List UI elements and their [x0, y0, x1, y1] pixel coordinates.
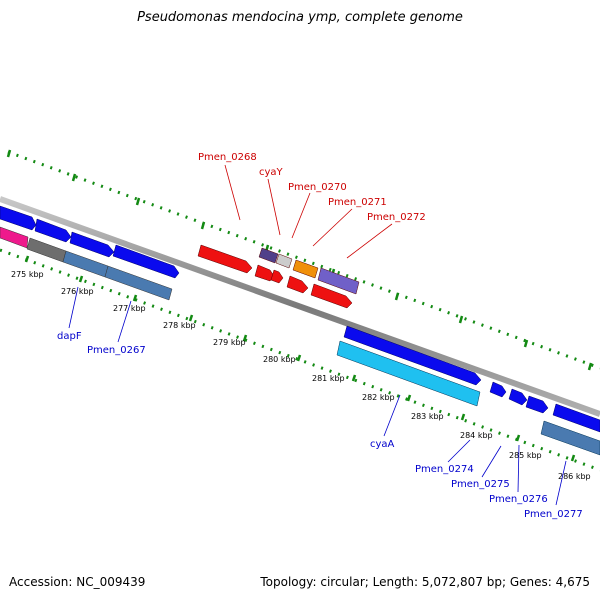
gene-label-pmen-0267: Pmen_0267 [87, 345, 146, 356]
accession-label: Accession: NC_009439 [9, 575, 146, 589]
kbp-label: 286 kbp [558, 472, 591, 481]
gene-arrow [62, 250, 109, 278]
kbp-label: 278 kbp [163, 321, 196, 330]
kbp-label: 283 kbp [411, 412, 444, 421]
gene-arrow [292, 259, 319, 279]
gene-arrow [104, 265, 173, 301]
kbp-label: 277 kbp [113, 304, 146, 313]
gene-arrow [489, 381, 507, 398]
gene-arrow [0, 226, 29, 249]
gene-label-dapf: dapF [57, 331, 82, 342]
gene-arrow [112, 244, 180, 279]
top-gene-labels: Pmen_0268 cyaY Pmen_0270 Pmen_0271 Pmen_… [198, 152, 426, 259]
outer-tick-ring [7, 150, 600, 370]
gene-arrow [69, 231, 115, 258]
reverse-genes-left [0, 226, 173, 301]
gene-arrow [286, 275, 309, 294]
gene-label-pmen-0277: Pmen_0277 [524, 509, 583, 520]
gene-label-pmen-0275: Pmen_0275 [451, 479, 510, 490]
gene-label-pmen-0270: Pmen_0270 [288, 182, 347, 193]
gene-arrow [0, 205, 37, 231]
gene-label-cyay: cyaY [259, 167, 284, 178]
gene-label-pmen-0272: Pmen_0272 [367, 212, 426, 223]
kbp-label: 279 kbp [213, 338, 246, 347]
gene-arrow [258, 247, 279, 264]
gene-arrow [26, 237, 67, 263]
gene-arrow [540, 420, 600, 456]
map-title: Pseudomonas mendocina ymp, complete geno… [137, 10, 463, 25]
gene-arrow [310, 283, 353, 309]
gene-arrow [508, 388, 528, 406]
kbp-label: 275 kbp [11, 270, 44, 279]
kbp-label: 284 kbp [460, 431, 493, 440]
gene-arrow [275, 253, 293, 269]
gene-arrow [197, 244, 253, 274]
genome-backbone [0, 196, 600, 417]
gene-arrow [270, 269, 284, 284]
kbp-label: 280 kbp [263, 355, 296, 364]
gene-label-pmen-0274: Pmen_0274 [415, 464, 474, 475]
bottom-gene-labels: dapF Pmen_0267 cyaA Pmen_0274 Pmen_0275 … [57, 286, 583, 520]
gene-arrow [34, 218, 72, 243]
inner-major-ticks [24, 255, 576, 462]
outer-major-ticks [6, 149, 593, 371]
kbp-label: 281 kbp [312, 374, 345, 383]
gene-label-pmen-0271: Pmen_0271 [328, 197, 387, 208]
scale-labels: 275 kbp 276 kbp 277 kbp 278 kbp 279 kbp … [11, 270, 591, 481]
forward-genes-center [197, 244, 360, 309]
gene-arrow [254, 264, 275, 282]
reverse-genes-right [336, 340, 600, 456]
gene-arrow [336, 340, 481, 407]
gene-arrow [343, 325, 482, 386]
forward-genes-right [343, 325, 600, 433]
inner-tick-ring [0, 248, 600, 472]
gene-label-pmen-0268: Pmen_0268 [198, 152, 257, 163]
gene-label-cyaa: cyaA [370, 439, 395, 450]
kbp-label: 282 kbp [362, 393, 395, 402]
kbp-label: 285 kbp [509, 451, 542, 460]
gene-arrow [552, 403, 600, 433]
gene-label-pmen-0276: Pmen_0276 [489, 494, 548, 505]
gene-arrow [525, 395, 549, 414]
topology-label: Topology: circular; Length: 5,072,807 bp… [260, 575, 590, 589]
gene-arrow [317, 267, 360, 295]
forward-genes-left [0, 205, 180, 279]
